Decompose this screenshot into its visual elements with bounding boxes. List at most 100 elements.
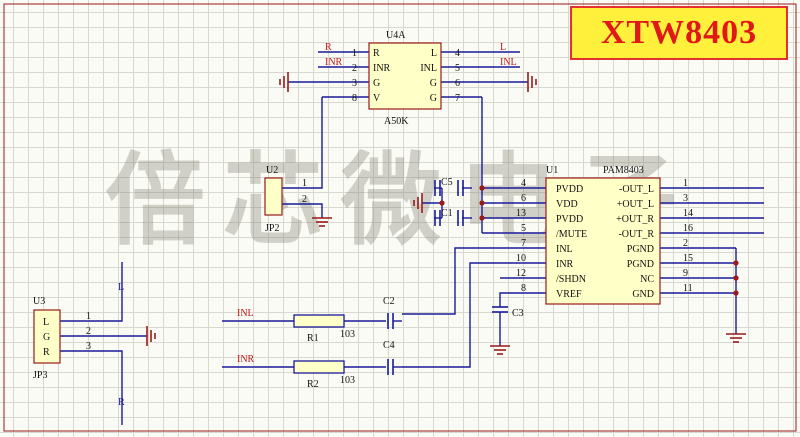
u1-pin-num: 3	[683, 193, 688, 204]
u1-pin-name: -OUT_R	[618, 229, 654, 240]
junction-dot	[733, 290, 739, 296]
u1-pin-name: INR	[556, 259, 574, 270]
net-label: L	[500, 42, 506, 53]
u4a-pin-num: 1	[352, 48, 357, 59]
u4a-pin-num: 2	[352, 63, 357, 74]
u2-pin-num: 1	[302, 178, 307, 189]
u4a-pin-num: 5	[455, 63, 460, 74]
u1-pin-name: GND	[632, 289, 654, 300]
u1-pin-num: 16	[683, 223, 693, 234]
u1-pin-name: +OUT_R	[616, 214, 654, 225]
u1-pin-name: PGND	[627, 244, 654, 255]
u4a-pin-num: 3	[352, 78, 357, 89]
u1-pin-name: PVDD	[556, 214, 583, 225]
components	[33, 42, 746, 375]
u1-pin-name: /MUTE	[556, 229, 587, 240]
u1-pin-num: 1	[683, 178, 688, 189]
u3-pin-name: G	[43, 332, 50, 343]
u1-pin-name: INL	[556, 244, 573, 255]
u1-pin-name: -OUT_L	[619, 184, 654, 195]
u4a-part: A50K	[384, 116, 409, 127]
u1-pin-name: VDD	[556, 199, 578, 210]
u1-part: PAM8403	[603, 165, 644, 176]
u4a-body	[368, 42, 442, 110]
u4a-ref: U4A	[386, 30, 406, 41]
u1-pin-name: /SHDN	[556, 274, 586, 285]
net-label: L	[118, 282, 124, 293]
cap-ref: C3	[512, 308, 524, 319]
u1-pin-num: 14	[683, 208, 693, 219]
u4a-pin-num: 7	[455, 93, 460, 104]
junction-dot	[439, 200, 445, 206]
u3-pin-num: 3	[86, 341, 91, 352]
board-title: XTW8403	[570, 6, 788, 60]
u4a-pin-name: G	[373, 78, 380, 89]
u1-pin-num: 6	[521, 193, 526, 204]
resistor-value: 103	[340, 375, 355, 386]
u2-part: JP2	[265, 223, 279, 234]
u2-ref: U2	[266, 165, 278, 176]
junctions	[439, 185, 739, 296]
cap-ref: C2	[383, 296, 395, 307]
resistor-body	[293, 360, 345, 374]
junction-dot	[479, 215, 485, 221]
u1-pin-num: 9	[683, 268, 688, 279]
u3-pin-num: 2	[86, 326, 91, 337]
u4a-pin-name: G	[430, 78, 437, 89]
u1-pin-name: PVDD	[556, 184, 583, 195]
u1-pin-num: 12	[516, 268, 526, 279]
net-label: R	[118, 397, 125, 408]
resistor-ref: R1	[307, 333, 319, 344]
u3-pin-name: L	[43, 317, 49, 328]
u3-pin-name: R	[43, 347, 50, 358]
resistor-body	[293, 314, 345, 328]
u1-pin-num: 15	[683, 253, 693, 264]
u1-pin-name: NC	[640, 274, 654, 285]
junction-dot	[733, 275, 739, 281]
cap-ref: C5	[441, 177, 453, 188]
u1-pin-num: 4	[521, 178, 526, 189]
u1-pin-name: VREF	[556, 289, 582, 300]
cap-ref: C1	[441, 208, 453, 219]
u3-pin-num: 1	[86, 311, 91, 322]
junction-dot	[733, 260, 739, 266]
u4a-pin-name: G	[430, 93, 437, 104]
u1-pin-name: PGND	[627, 259, 654, 270]
u1-pin-num: 11	[683, 283, 693, 294]
u3-body	[33, 309, 61, 364]
net-label: INR	[237, 354, 255, 365]
net-label: R	[325, 42, 332, 53]
u1-pin-num: 2	[683, 238, 688, 249]
u1-body	[545, 177, 661, 305]
u1-pin-num: 7	[521, 238, 526, 249]
u4a-pin-name: R	[373, 48, 380, 59]
u4a-pin-name: V	[373, 93, 381, 104]
resistor-value: 103	[340, 329, 355, 340]
u4a-pin-num: 4	[455, 48, 460, 59]
u3-ref: U3	[33, 296, 45, 307]
net-label: INL	[237, 308, 254, 319]
u1-pin-num: 5	[521, 223, 526, 234]
u4a-pin-num: 8	[352, 93, 357, 104]
u1-pin-num: 8	[521, 283, 526, 294]
u4a-pin-name: INL	[420, 63, 437, 74]
net-label: INL	[500, 57, 517, 68]
u4a-pin-name: L	[431, 48, 437, 59]
cap-ref: C4	[383, 340, 395, 351]
u2-pin-num: 2	[302, 194, 307, 205]
junction-dot	[479, 200, 485, 206]
u3-part: JP3	[33, 370, 47, 381]
u1-ref: U1	[546, 165, 558, 176]
u4a-pin-name: INR	[373, 63, 391, 74]
u1-pin-num: 13	[516, 208, 526, 219]
sheet-border	[3, 3, 797, 432]
u1-pin-name: +OUT_L	[617, 199, 654, 210]
u1-pin-num: 10	[516, 253, 526, 264]
u4a-pin-num: 6	[455, 78, 460, 89]
junction-dot	[479, 185, 485, 191]
u2-body	[264, 177, 283, 216]
resistor-ref: R2	[307, 379, 319, 390]
